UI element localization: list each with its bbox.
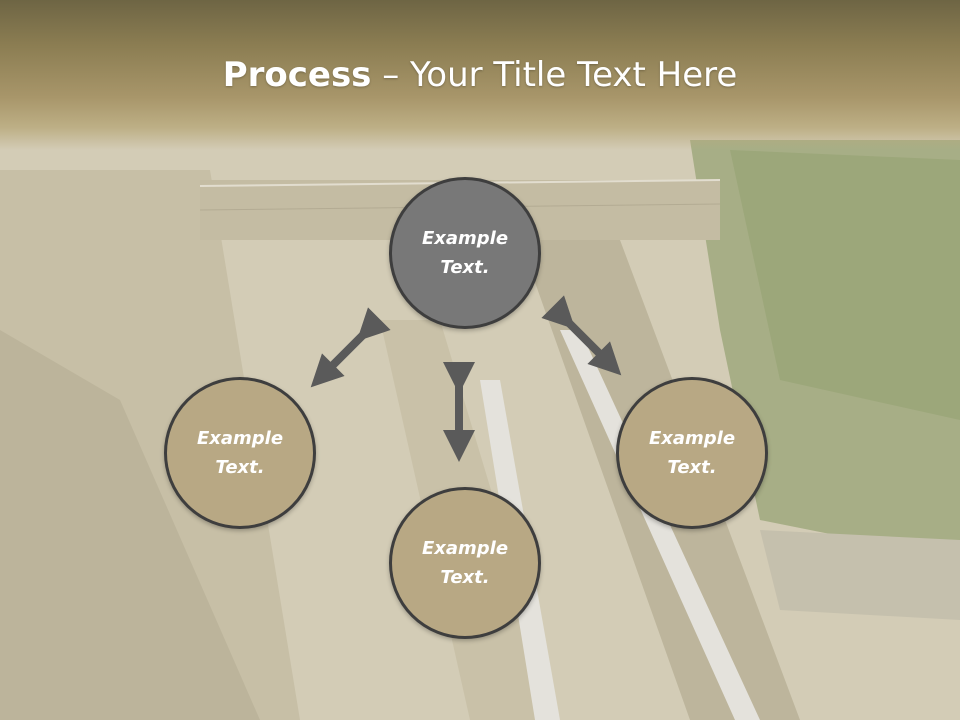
process-node-bottom-text: Example Text. [421,538,509,588]
process-node-left: Example Text. [164,377,316,529]
arrow-top-right [541,295,622,376]
process-node-right-text: Example Text. [648,428,736,478]
process-node-left-text: Example Text. [196,428,284,478]
process-node-top-text: Example Text. [421,228,509,278]
process-node-top: Example Text. [389,177,541,329]
title-band [0,0,960,150]
slide-title-rest: – Your Title Text Here [371,55,738,95]
process-node-right: Example Text. [616,377,768,529]
slide-title: Process – Your Title Text Here [0,52,960,98]
arrow-top-left [310,307,391,388]
process-node-bottom: Example Text. [389,487,541,639]
slide-title-bold: Process [222,55,372,95]
